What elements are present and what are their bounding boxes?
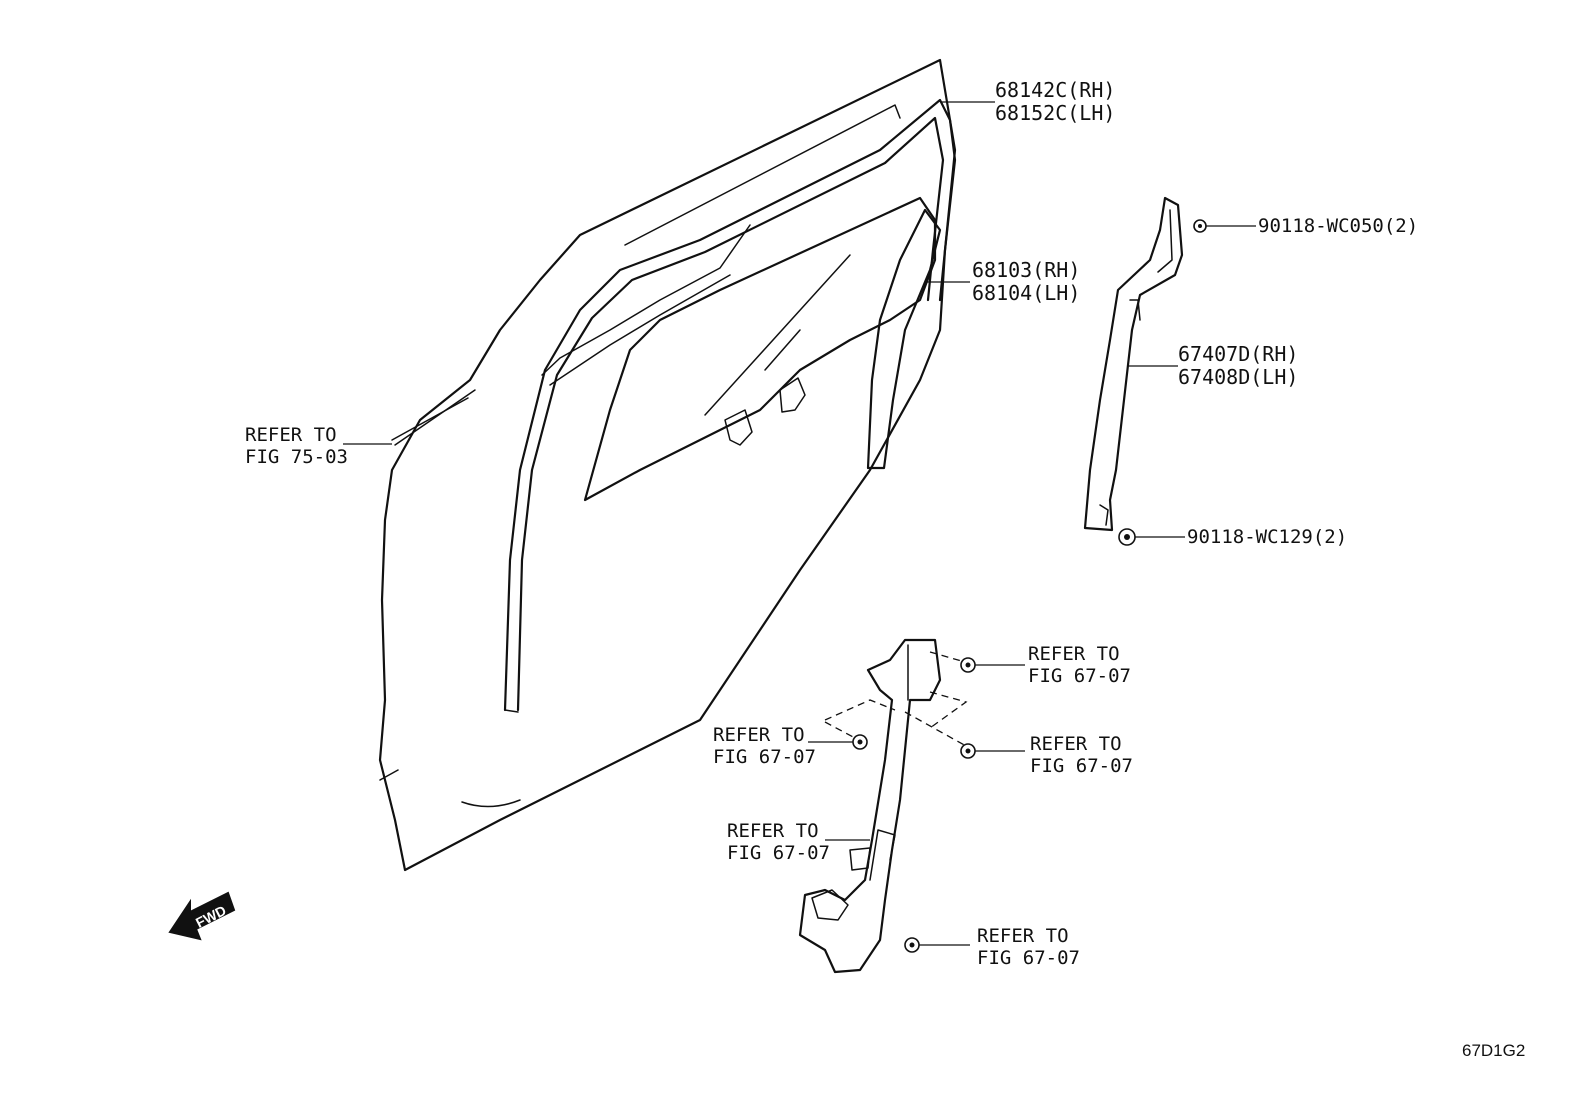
door-frame-molding [503, 98, 957, 713]
bolt-icon [960, 743, 976, 759]
part-number-rh: 68103(RH) [972, 258, 1080, 282]
leader-lines [343, 101, 1256, 946]
callout-refer-bolt-left[interactable]: REFER TO FIG 67-07 [713, 724, 816, 768]
callout-pillar-garnish[interactable]: 67407D(RH) 67408D(LH) [1178, 342, 1298, 389]
figure-reference: FIG 67-07 [977, 947, 1080, 969]
glass-run-channel [866, 208, 942, 470]
fwd-label: FWD [193, 902, 229, 931]
callout-refer-belt[interactable]: REFER TO FIG 75-03 [245, 424, 348, 468]
part-number-lh: 67408D(LH) [1178, 365, 1298, 389]
part-number-lh: 68104(LH) [972, 281, 1080, 305]
part-number: 90118-WC129(2) [1187, 526, 1347, 548]
refer-to-label: REFER TO [977, 925, 1069, 947]
callout-refer-bolt-right[interactable]: REFER TO FIG 67-07 [1030, 733, 1133, 777]
callout-clip-lower[interactable]: 90118-WC129(2) [1187, 526, 1347, 548]
door-panel [378, 58, 957, 872]
figure-reference: FIG 67-07 [713, 746, 816, 768]
bolt-icon [960, 657, 976, 673]
callout-refer-bolt-bottom[interactable]: REFER TO FIG 67-07 [977, 925, 1080, 969]
bolt-icon [852, 734, 868, 750]
callout-door-frame-molding[interactable]: 68142C(RH) 68152C(LH) [995, 78, 1115, 125]
figure-reference: FIG 67-07 [1028, 665, 1131, 687]
callout-door-glass-run[interactable]: 68103(RH) 68104(LH) [972, 258, 1080, 305]
figure-code: 67D1G2 [1462, 1041, 1525, 1060]
clip-icon [1193, 219, 1207, 233]
pillar-garnish [1083, 196, 1184, 532]
part-number-rh: 67407D(RH) [1178, 342, 1298, 366]
fwd-arrow-icon: FWD [168, 891, 236, 941]
belt-molding [391, 224, 751, 446]
part-number-rh: 68142C(RH) [995, 78, 1115, 102]
mounting-pattern [824, 651, 968, 747]
figure-reference: FIG 67-07 [727, 842, 830, 864]
figure-reference: FIG 67-07 [1030, 755, 1133, 777]
refer-to-label: REFER TO [1030, 733, 1122, 755]
refer-to-label: REFER TO [1028, 643, 1120, 665]
bolt-icon [904, 937, 920, 953]
refer-to-label: REFER TO [727, 820, 819, 842]
refer-to-label: REFER TO [245, 424, 337, 446]
clip-icon [1118, 528, 1136, 546]
window-regulator [798, 638, 942, 974]
callout-refer-bolt-top[interactable]: REFER TO FIG 67-07 [1028, 643, 1131, 687]
callout-refer-regulator[interactable]: REFER TO FIG 67-07 [727, 820, 830, 864]
figure-reference: FIG 75-03 [245, 446, 348, 468]
part-number: 90118-WC050(2) [1258, 215, 1418, 237]
refer-to-label: REFER TO [713, 724, 805, 746]
callout-clip-upper[interactable]: 90118-WC050(2) [1258, 215, 1418, 237]
part-number-lh: 68152C(LH) [995, 101, 1115, 125]
door-glass [583, 196, 937, 502]
